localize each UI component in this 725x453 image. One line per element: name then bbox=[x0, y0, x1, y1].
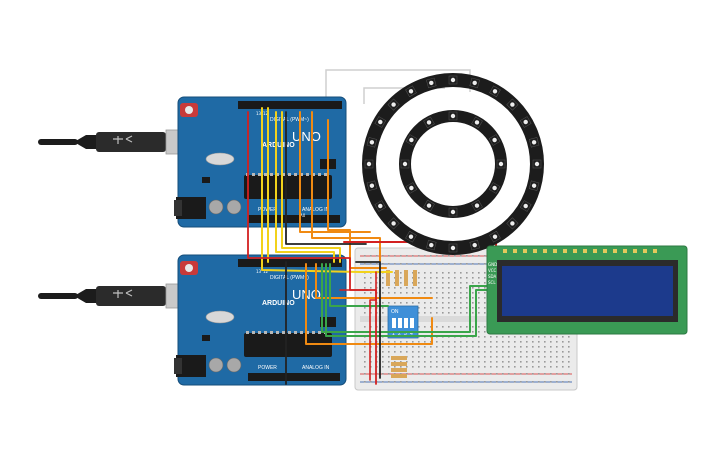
neopixel-led bbox=[448, 243, 458, 253]
wires bbox=[247, 107, 497, 385]
neopixel-led bbox=[528, 136, 540, 148]
arduino-bottom-digital-header: DIGITAL (PWM~) bbox=[270, 275, 309, 281]
arduino-bottom-analog-label: ANALOG IN bbox=[302, 365, 330, 371]
neopixel-ring-inner bbox=[399, 110, 507, 218]
lcd-pin-gnd: GND bbox=[488, 262, 497, 267]
dip-switch: ON 1 2 3 4 bbox=[387, 305, 419, 339]
resistors-bottom bbox=[391, 356, 407, 378]
usb-cable-bottom bbox=[37, 283, 199, 309]
dip-switch-num-2: 2 bbox=[398, 331, 401, 337]
arduino-bottom-brand: ARDUINO bbox=[262, 300, 295, 307]
arduino-top-analog-label: ANALOG IN bbox=[302, 207, 330, 213]
dip-switch-num-3: 3 bbox=[404, 331, 407, 337]
arduino-top-pin-analog-a0: A0 bbox=[300, 213, 306, 218]
arduino-top-brand: ARDUINO bbox=[262, 142, 295, 149]
neopixel-led bbox=[469, 239, 481, 251]
arduino-bottom-pin-12: 12 bbox=[263, 269, 269, 274]
neopixel-led bbox=[448, 75, 458, 85]
arduino-uno-bottom: ARDUINO UNO DIGITAL (PWM~) POWER ANALOG … bbox=[173, 254, 347, 386]
lcd-pin-scl: SCL bbox=[488, 280, 496, 285]
arduino-top-pin-13: 13 bbox=[256, 111, 262, 116]
arduino-bottom-power-label: POWER bbox=[258, 365, 277, 371]
neopixel-led bbox=[400, 159, 410, 169]
arduino-top-model: UNO bbox=[292, 129, 321, 144]
usb-cable-top bbox=[37, 129, 199, 155]
neopixel-led bbox=[425, 77, 437, 89]
neopixel-led bbox=[364, 159, 374, 169]
dip-switch-on-label: ON bbox=[391, 309, 399, 315]
lcd-screen bbox=[502, 266, 673, 316]
neopixel-led bbox=[425, 239, 437, 251]
arduino-uno-top: ARDUINO UNO DIGITAL (PWM~) POWER ANALOG … bbox=[173, 96, 347, 228]
lcd-pin-vcc: VCC bbox=[488, 268, 497, 273]
lcd-16x2-module: GND VCC SDA SCL bbox=[486, 245, 688, 335]
lcd-pin-sda: SDA bbox=[488, 274, 497, 279]
neopixel-led bbox=[532, 159, 542, 169]
neopixel-led bbox=[366, 180, 378, 192]
arduino-top-pin-12: 12 bbox=[263, 111, 269, 116]
neopixel-led bbox=[448, 111, 458, 121]
dip-switch-num-4: 4 bbox=[410, 331, 413, 337]
neopixel-led bbox=[469, 77, 481, 89]
neopixel-ring-outer bbox=[362, 73, 544, 255]
resistors-top bbox=[386, 270, 417, 286]
arduino-top-digital-header: DIGITAL (PWM~) bbox=[270, 117, 309, 123]
arduino-bottom-pin-13: 13 bbox=[256, 269, 262, 274]
neopixel-led bbox=[528, 180, 540, 192]
dip-switch-num-1: 1 bbox=[392, 331, 395, 337]
neopixel-led bbox=[448, 207, 458, 217]
neopixel-led bbox=[366, 136, 378, 148]
neopixel-led bbox=[496, 159, 506, 169]
